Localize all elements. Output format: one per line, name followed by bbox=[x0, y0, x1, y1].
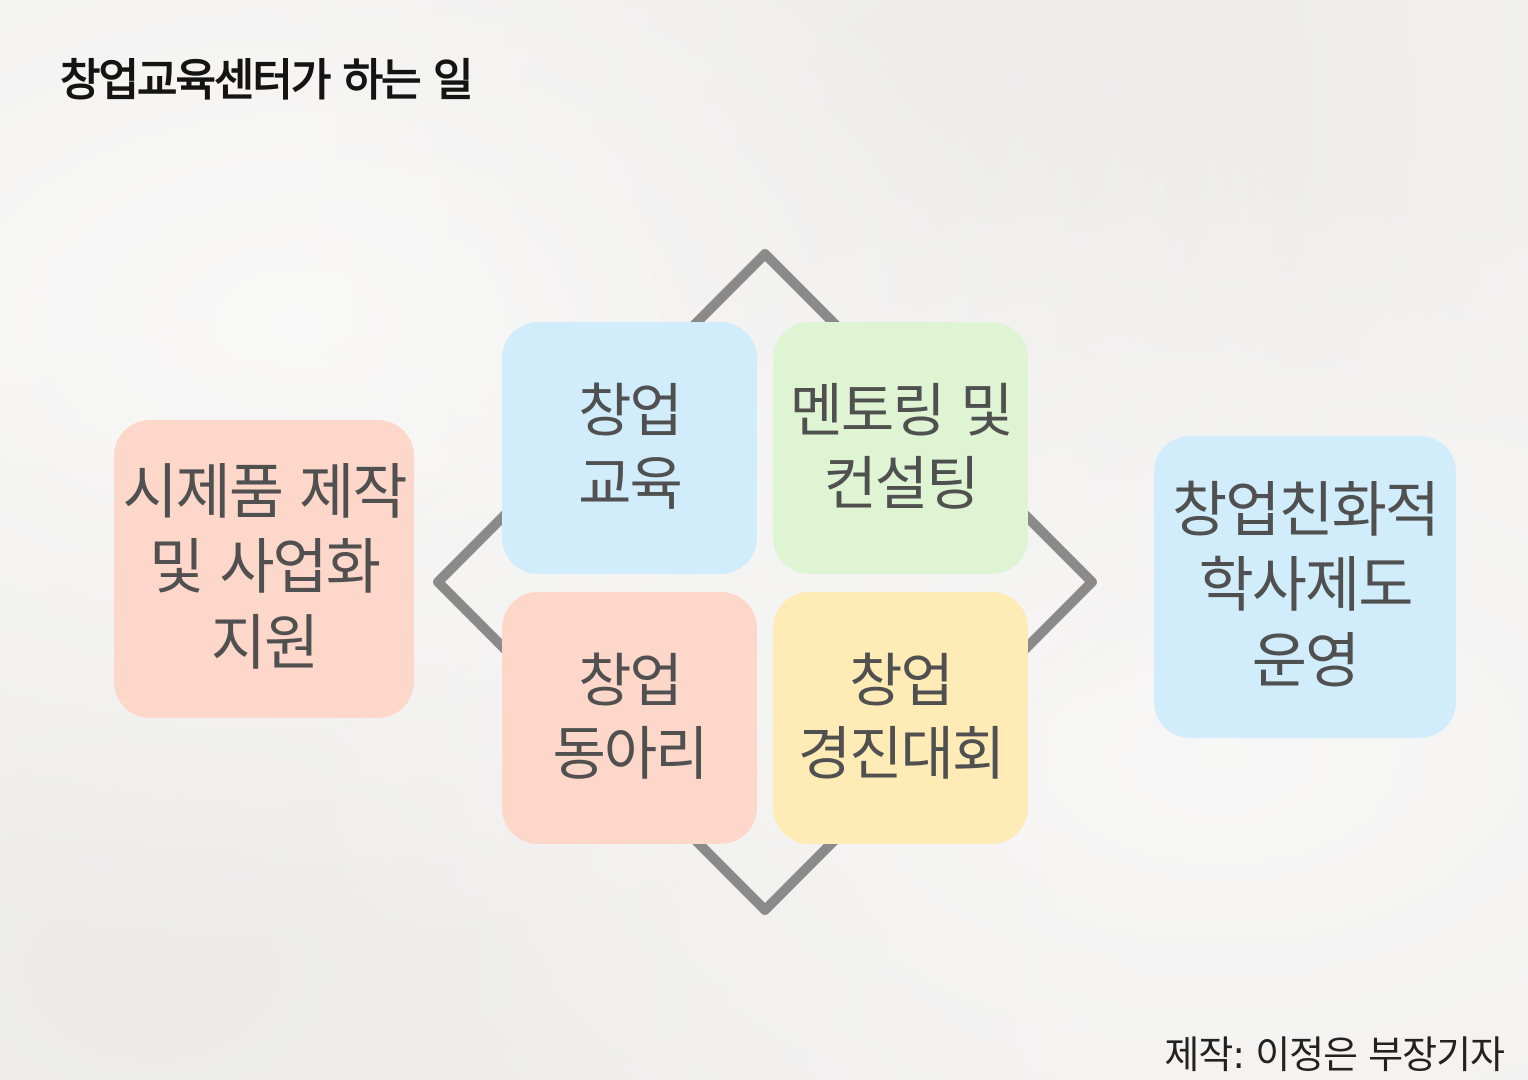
card-startup-club-label: 창업 동아리 bbox=[552, 646, 708, 788]
card-academic-system-label: 창업친화적 학사제도 운영 bbox=[1172, 475, 1440, 697]
card-startup-education-label: 창업 교육 bbox=[578, 376, 683, 518]
card-prototype-support-label: 시제품 제작 및 사업화 지원 bbox=[122, 457, 407, 679]
card-academic-system: 창업친화적 학사제도 운영 bbox=[1154, 436, 1456, 738]
card-startup-contest-label: 창업 경진대회 bbox=[797, 646, 1005, 788]
card-startup-contest: 창업 경진대회 bbox=[773, 592, 1028, 844]
card-mentoring-consulting-label: 멘토링 및 컨설팅 bbox=[789, 376, 1014, 518]
card-mentoring-consulting: 멘토링 및 컨설팅 bbox=[773, 322, 1028, 574]
card-startup-club: 창업 동아리 bbox=[502, 592, 757, 844]
page-title: 창업교육센터가 하는 일 bbox=[60, 55, 473, 106]
card-startup-education: 창업 교육 bbox=[502, 322, 757, 574]
card-prototype-support: 시제품 제작 및 사업화 지원 bbox=[114, 420, 414, 718]
credit-text: 제작: 이정은 부장기자 bbox=[1164, 1033, 1505, 1077]
